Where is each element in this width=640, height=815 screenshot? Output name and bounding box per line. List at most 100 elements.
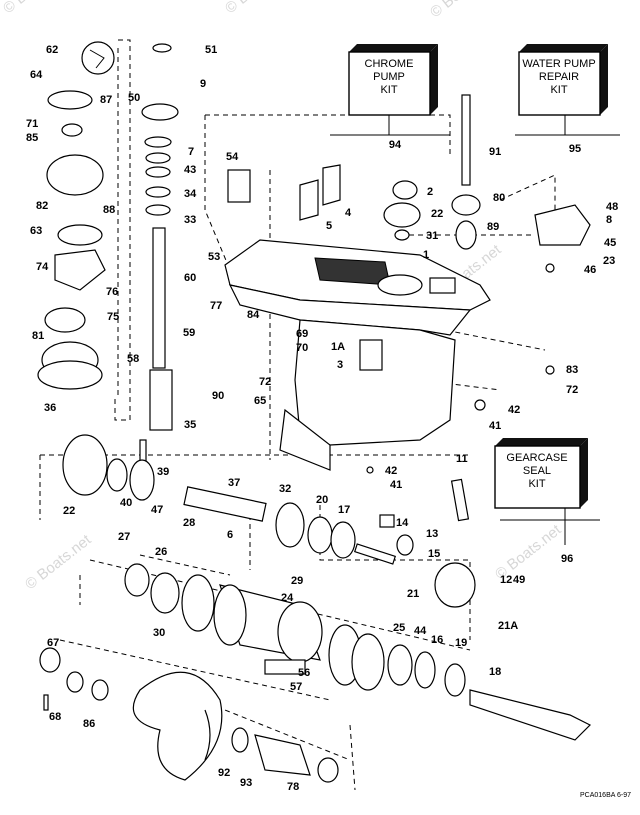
callout: 74 <box>36 261 49 273</box>
callout: 22 <box>431 208 443 220</box>
callout: 96 <box>561 553 573 565</box>
callout: 40 <box>120 497 132 509</box>
callout: 85 <box>26 132 38 144</box>
callout: 11 <box>456 453 468 465</box>
callout: 45 <box>604 237 616 249</box>
callout: 77 <box>210 300 222 312</box>
callout: 68 <box>49 711 61 723</box>
callout: 90 <box>212 390 224 402</box>
callout: 49 <box>513 574 525 586</box>
callout: 43 <box>184 164 196 176</box>
callout: 47 <box>151 504 163 516</box>
callout: 83 <box>566 364 578 376</box>
kit-label-line: PUMP <box>373 71 405 83</box>
callout: 17 <box>338 504 350 516</box>
callout: 91 <box>489 146 501 158</box>
gear-train <box>62 434 592 741</box>
propeller-assembly <box>39 647 339 783</box>
callout: 29 <box>291 575 303 587</box>
callout: 19 <box>455 637 467 649</box>
kit-label-line: KIT <box>380 84 397 96</box>
watermark: © Boats.net <box>0 0 73 17</box>
callout: 50 <box>128 92 140 104</box>
callout: 35 <box>184 419 196 431</box>
callout: 37 <box>228 477 240 489</box>
callout: 2 <box>427 186 433 198</box>
callout: 14 <box>396 517 409 529</box>
callout: 89 <box>487 221 499 233</box>
watermark: © Boats.net <box>22 531 95 593</box>
gearcase-housing <box>224 239 491 471</box>
callout: 26 <box>155 546 167 558</box>
kit-label-line: REPAIR <box>539 71 579 83</box>
callout: 69 <box>296 328 308 340</box>
water-pump-assembly <box>37 41 251 471</box>
callout: 82 <box>36 200 48 212</box>
callout: 41 <box>489 420 501 432</box>
callout: 42 <box>385 465 397 477</box>
callout: 32 <box>279 483 291 495</box>
callout: 63 <box>30 225 42 237</box>
callout: 3 <box>337 359 343 371</box>
callout: 76 <box>106 286 118 298</box>
callout: 44 <box>414 625 427 637</box>
chrome-pump-kit-box: CHROME PUMP KIT 94 <box>330 44 450 151</box>
drawing-code: PCA016BA 6-97 <box>580 792 631 799</box>
callout: 1A <box>331 341 345 353</box>
callout: 24 <box>281 592 294 604</box>
callout: 84 <box>247 309 260 321</box>
callout: 75 <box>107 311 119 323</box>
callout: 27 <box>118 531 130 543</box>
callout: 72 <box>259 376 271 388</box>
callout: 80 <box>493 192 505 204</box>
callout: 21A <box>498 620 518 632</box>
callout: 4 <box>345 207 352 219</box>
callout: 33 <box>184 214 196 226</box>
kit-label-line: KIT <box>528 478 545 490</box>
gearcase-seal-kit-box: GEARCASE SEAL KIT <box>494 438 600 545</box>
callout: 23 <box>603 255 615 267</box>
callout: 78 <box>287 781 299 793</box>
callout: 34 <box>184 188 197 200</box>
callout: 25 <box>393 622 405 634</box>
callout: 87 <box>100 94 112 106</box>
callout: 86 <box>83 718 95 730</box>
callout: 54 <box>226 151 239 163</box>
callout-labels: 62 51 64 9 87 50 71 85 7 43 82 34 88 33 … <box>26 44 618 793</box>
kit-label-line: GEARCASE <box>506 452 567 464</box>
callout: 22 <box>63 505 75 517</box>
callout: 60 <box>184 272 196 284</box>
callout: 39 <box>157 466 169 478</box>
callout: 92 <box>218 767 230 779</box>
kit-label-line: WATER PUMP <box>522 58 595 70</box>
callout: 71 <box>26 118 38 130</box>
callout: 51 <box>205 44 217 56</box>
callout: 31 <box>426 230 438 242</box>
callout: 21 <box>407 588 419 600</box>
water-pump-kit-box: WATER PUMP REPAIR KIT 95 <box>515 44 620 155</box>
watermark: © Boats.net <box>222 0 295 17</box>
callout: 36 <box>44 402 56 414</box>
kit-label-line: KIT <box>550 84 567 96</box>
callout: 16 <box>431 634 443 646</box>
callout: 58 <box>127 353 139 365</box>
callout: 64 <box>30 69 43 81</box>
callout: 95 <box>569 143 581 155</box>
callout: 15 <box>428 548 440 560</box>
callout: 20 <box>316 494 328 506</box>
callout: 9 <box>200 78 206 90</box>
callout: 7 <box>188 146 194 158</box>
callout: 41 <box>390 479 402 491</box>
callout: 93 <box>240 777 252 789</box>
callout: 18 <box>489 666 501 678</box>
right-side-parts <box>299 94 591 528</box>
watermark: © Boats.net <box>427 0 500 21</box>
callout: 13 <box>426 528 438 540</box>
callout: 48 <box>606 201 618 213</box>
callout: 70 <box>296 342 308 354</box>
callout: 1 <box>423 249 429 261</box>
callout: 12 <box>500 574 512 586</box>
callout: 42 <box>508 404 520 416</box>
callout: 62 <box>46 44 58 56</box>
callout: 65 <box>254 395 266 407</box>
